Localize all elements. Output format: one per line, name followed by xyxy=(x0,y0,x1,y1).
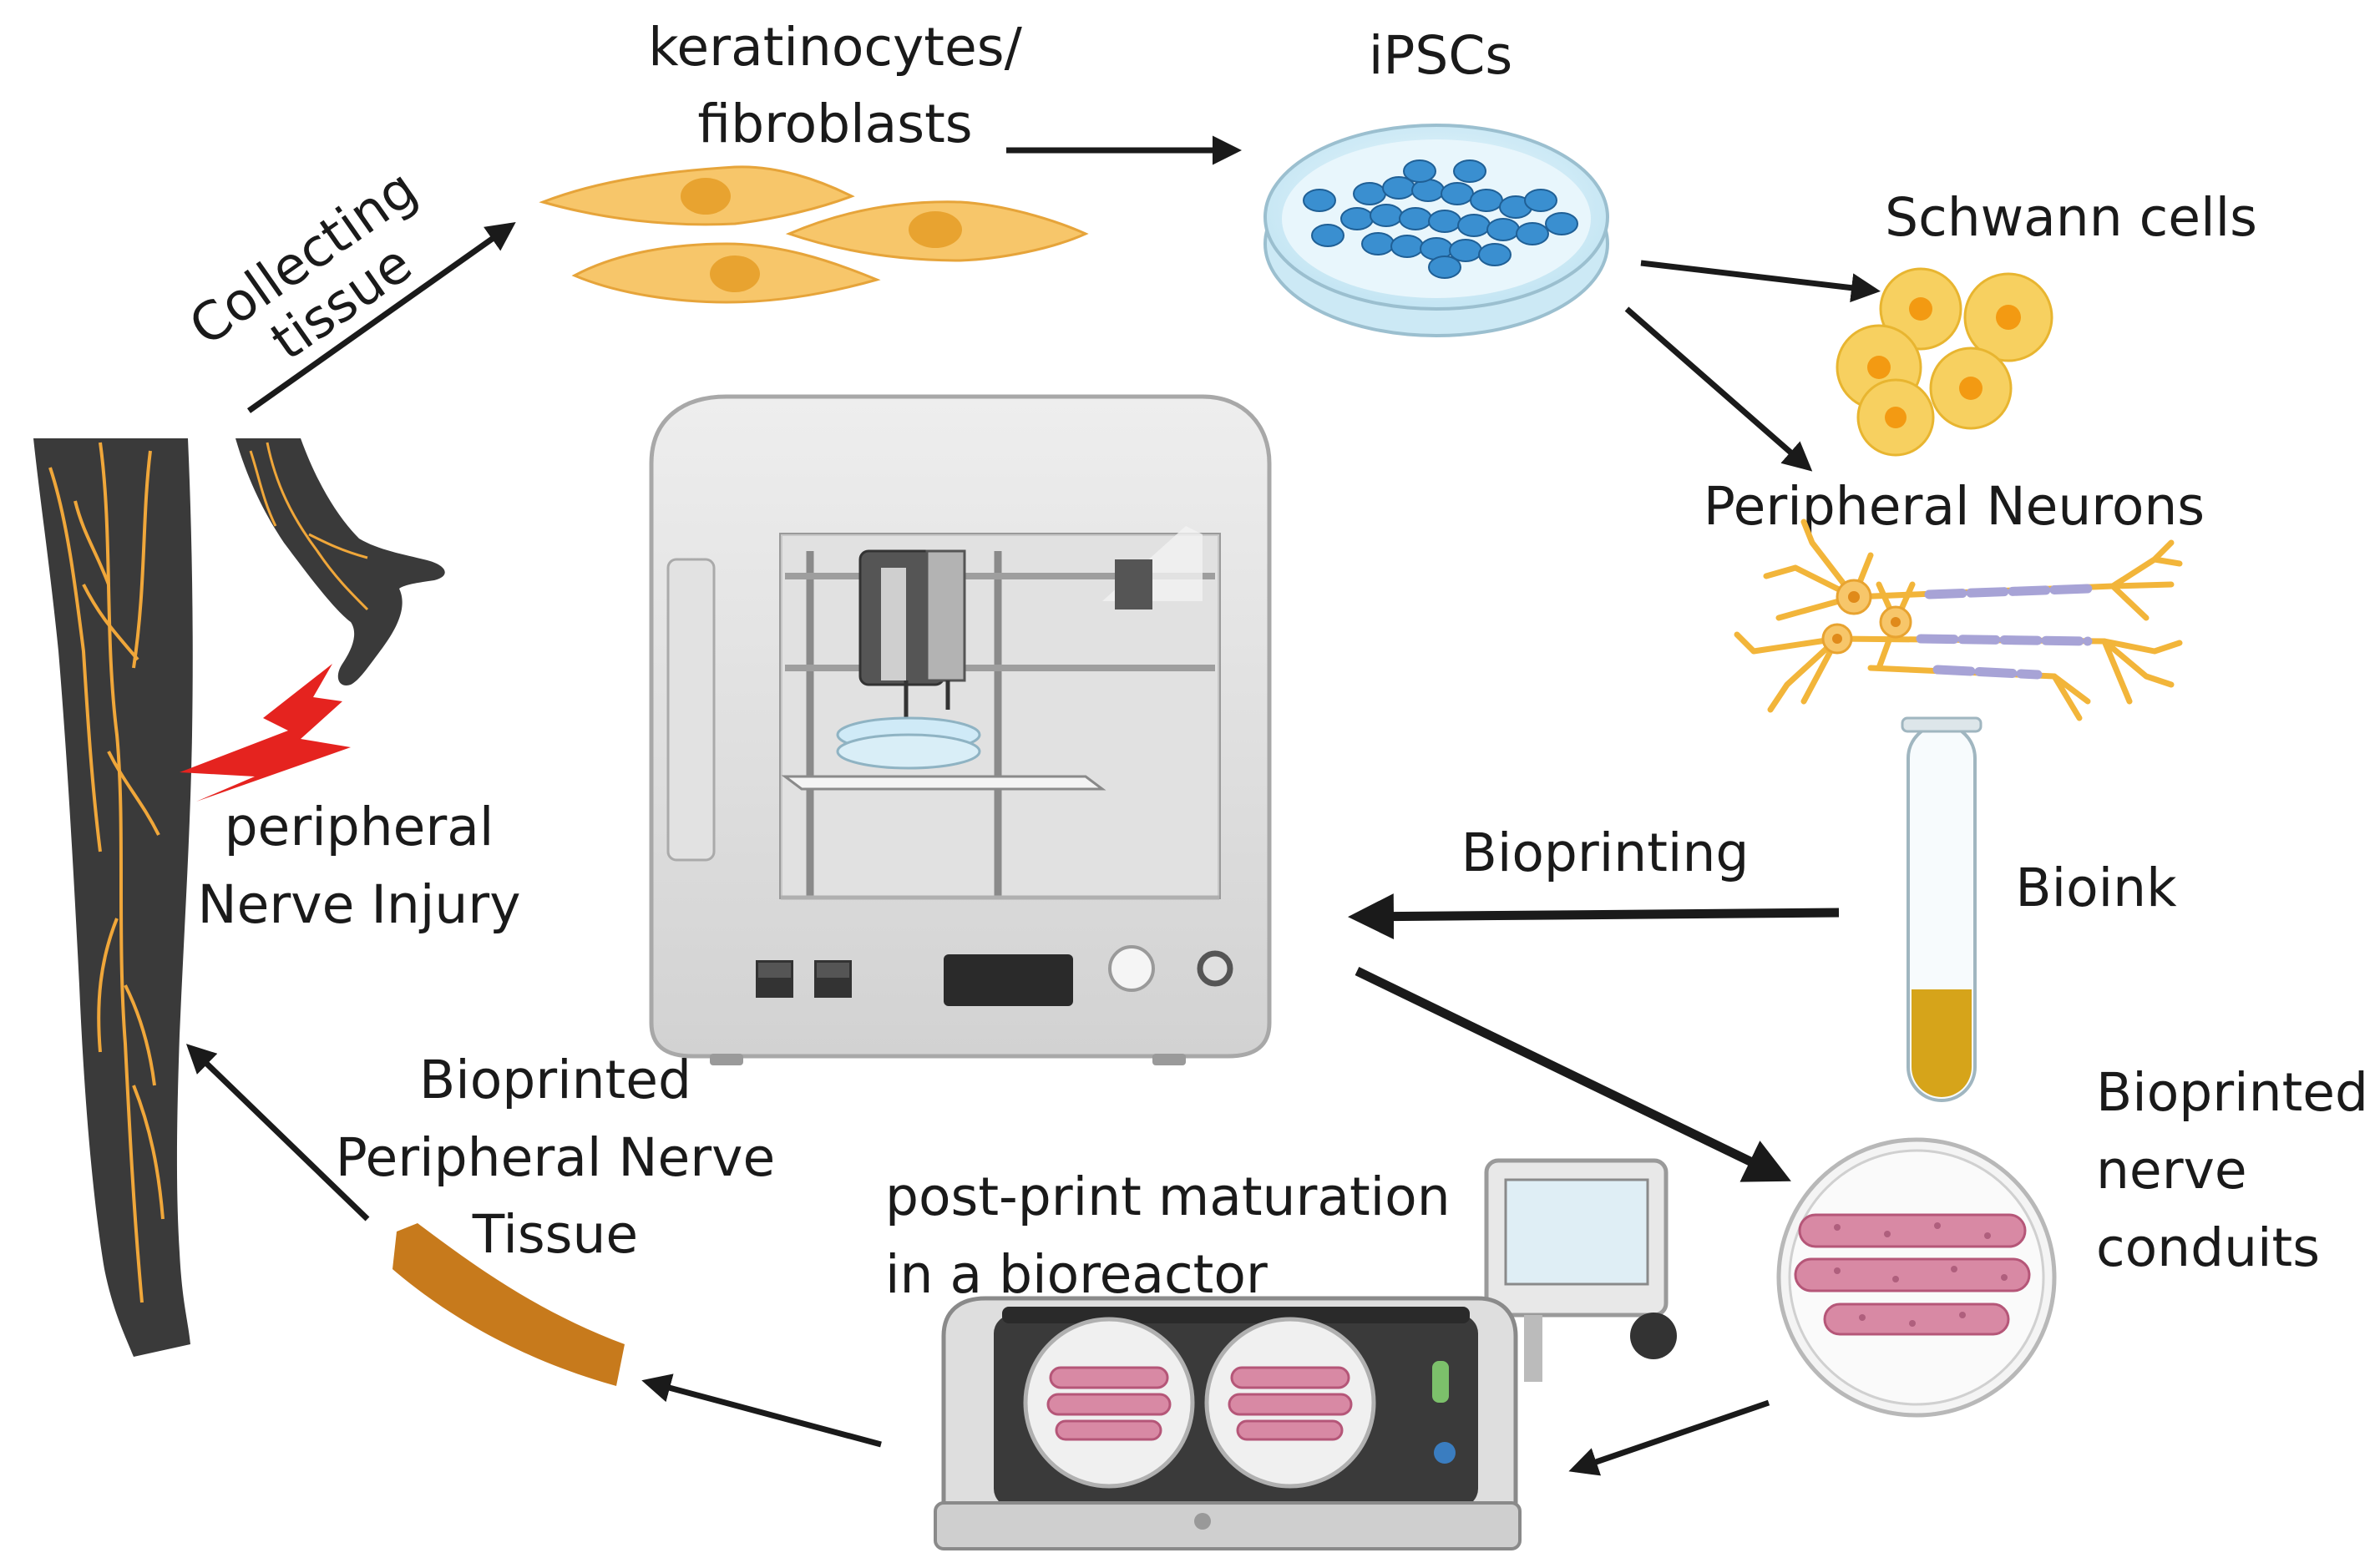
ipsc-petri-dish xyxy=(1263,124,1609,337)
bioprinted-conduits-dish xyxy=(1776,1137,2057,1418)
arrow-conduits-to-bioreactor xyxy=(1568,1399,1770,1476)
schwann-cells-label: Schwann cells xyxy=(1885,187,2257,248)
injury-lightning-icon xyxy=(180,664,351,802)
ipscs-label: iPSCs xyxy=(1369,25,1512,86)
peripheral-neurons xyxy=(1734,518,2183,721)
arrow-tissue-to-leg xyxy=(185,1044,370,1222)
ipsc-cell xyxy=(1453,159,1486,183)
ipsc-cell xyxy=(1428,210,1461,233)
keratinocytes-label-line2: fibroblasts xyxy=(697,94,972,154)
bioink-test-tube xyxy=(1901,716,1982,1102)
arrow-collect-to-fibroblasts xyxy=(246,221,516,413)
ipsc-cell xyxy=(1545,212,1578,235)
ipsc-cell xyxy=(1403,159,1436,183)
ipsc-cell xyxy=(1361,232,1395,255)
schwann-cells xyxy=(1836,267,2053,457)
maturation-label-line2: in a bioreactor xyxy=(885,1244,1268,1305)
fibroblast-cells xyxy=(539,165,1089,304)
ipsc-cell xyxy=(1428,255,1461,279)
tissue-label-line3: Tissue xyxy=(472,1204,638,1265)
ipsc-cell xyxy=(1353,182,1386,205)
tissue-label-line2: Peripheral Nerve xyxy=(336,1127,775,1188)
arrow-ipscs-to-schwann xyxy=(1640,260,1881,303)
keratinocytes-label-line1: keratinocytes/ xyxy=(648,17,1022,78)
injury-label-line1: peripheral xyxy=(225,797,494,857)
bioprinting-label: Bioprinting xyxy=(1461,822,1750,883)
arrow-ipscs-to-neurons xyxy=(1624,306,1813,472)
ipsc-cell xyxy=(1311,224,1344,247)
arrow-bioreactor-to-tissue xyxy=(641,1373,882,1448)
ipsc-cell xyxy=(1441,182,1474,205)
ipsc-cell xyxy=(1486,218,1520,241)
maturation-label-line1: post-print maturation xyxy=(885,1166,1451,1227)
arrow-printer-to-conduits xyxy=(1355,967,1791,1182)
ipsc-cell xyxy=(1478,243,1512,266)
arrow-bioink-to-printer xyxy=(1348,893,1840,940)
ipsc-cell xyxy=(1516,222,1549,245)
ipsc-cell xyxy=(1457,214,1491,237)
conduits-label-line2: nerve xyxy=(2096,1140,2247,1201)
injury-label-line2: Nerve Injury xyxy=(198,874,521,935)
workflow-arrows xyxy=(185,135,1950,1476)
leg-illustration xyxy=(33,438,193,1357)
ipsc-cell xyxy=(1524,189,1557,212)
tissue-label-line1: Bioprinted xyxy=(419,1050,691,1110)
ipsc-cell xyxy=(1303,189,1336,212)
bioreactor xyxy=(934,1158,1677,1550)
ipsc-cell xyxy=(1470,189,1503,212)
ipsc-cell xyxy=(1411,179,1445,202)
conduits-label-line3: conduits xyxy=(2096,1217,2320,1278)
peripheral-neurons-label: Peripheral Neurons xyxy=(1704,476,2205,537)
ipsc-cell xyxy=(1399,207,1432,230)
arm-illustration xyxy=(235,438,445,685)
bioprinter xyxy=(649,394,1272,1065)
bioink-label: Bioink xyxy=(2015,857,2177,918)
conduits-label-line1: Bioprinted xyxy=(2096,1062,2368,1123)
ipsc-cell xyxy=(1390,235,1424,258)
ipsc-cell xyxy=(1370,204,1403,227)
bioprinted-nerve-tissue xyxy=(392,1223,625,1386)
ipsc-cell xyxy=(1340,207,1374,230)
